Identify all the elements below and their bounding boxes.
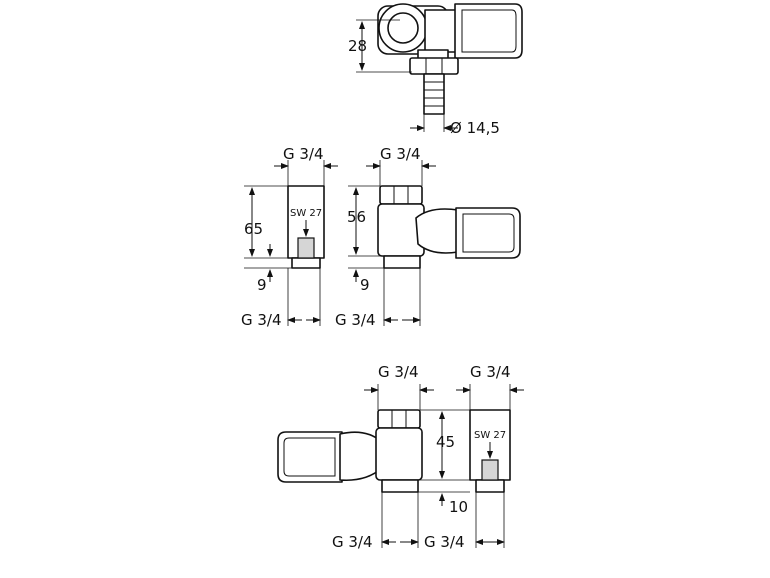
dim-mid-right-bottom: G 3/4 (335, 268, 421, 329)
dim-bot-right-top: G 3/4 (456, 363, 524, 410)
dim-bot-height-label: 45 (436, 433, 455, 451)
mid-right-valve-drawing (377, 185, 521, 269)
dim-bot-right-bottom-label: G 3/4 (424, 533, 465, 551)
dim-mid-left-small-label: 9 (257, 276, 267, 294)
dim-bot-small-label: 10 (449, 498, 468, 516)
dim-bot-height: 45 10 (418, 409, 470, 516)
dim-top-height-label: 28 (348, 37, 367, 55)
dim-mid-right-height-label: 56 (347, 208, 366, 226)
dim-bot-right-bottom: G 3/4 (424, 492, 505, 551)
dim-mid-left-height: 65 9 (244, 185, 292, 294)
bot-left-valve-drawing (277, 409, 423, 493)
dim-mid-right-height: 56 9 (347, 185, 384, 294)
dim-bot-left-top: G 3/4 (364, 363, 434, 410)
mid-left-fitting-drawing: SW 27 (287, 185, 325, 269)
dim-mid-right-bottom-label: G 3/4 (335, 311, 376, 329)
dim-mid-left-top-label: G 3/4 (283, 145, 324, 163)
dim-top-diameter-label: Ø 14,5 (450, 119, 500, 137)
dim-mid-right-small-label: 9 (360, 276, 370, 294)
dim-mid-right-top: G 3/4 (366, 145, 436, 186)
dim-mid-left-top: G 3/4 (274, 145, 338, 186)
dim-top-diameter: Ø 14,5 (410, 114, 500, 137)
top-valve-drawing (377, 3, 523, 115)
bot-right-fitting-drawing: SW 27 (469, 409, 511, 493)
dim-mid-left-bottom: G 3/4 (241, 268, 321, 329)
dim-mid-left-height-label: 65 (244, 220, 263, 238)
dim-bot-right-top-label: G 3/4 (470, 363, 511, 381)
dim-mid-right-top-label: G 3/4 (380, 145, 421, 163)
mid-wrench-label: SW 27 (290, 208, 322, 219)
dim-top-height: 28 (348, 19, 412, 73)
dim-bot-left-top-label: G 3/4 (378, 363, 419, 381)
dim-bot-left-bottom: G 3/4 (332, 492, 419, 551)
dim-mid-left-bottom-label: G 3/4 (241, 311, 282, 329)
dim-bot-left-bottom-label: G 3/4 (332, 533, 373, 551)
bot-wrench-label: SW 27 (474, 430, 506, 441)
